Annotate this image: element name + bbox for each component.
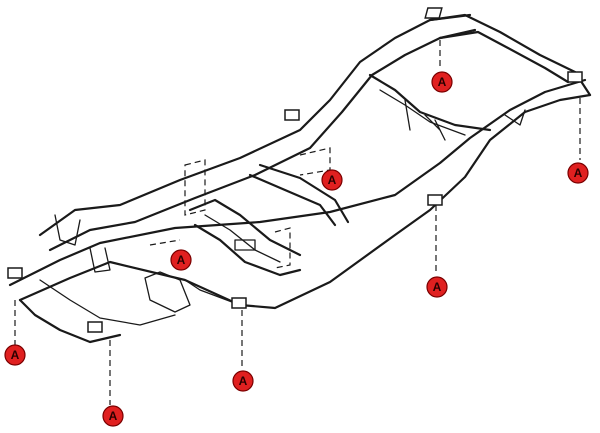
transmission-cross-member bbox=[188, 198, 302, 277]
dashed-component-outlines bbox=[14, 40, 581, 405]
marker-label: A bbox=[11, 348, 20, 362]
front-cross-member bbox=[428, 13, 592, 126]
marker-label: A bbox=[328, 173, 337, 187]
marker-a-center: A bbox=[321, 169, 343, 191]
marker-label: A bbox=[438, 75, 447, 89]
rear-section bbox=[18, 214, 191, 344]
marker-a-front-right: A bbox=[567, 162, 589, 184]
marker-a-mid-bottom: A bbox=[232, 370, 254, 392]
marker-a-front-top: A bbox=[431, 71, 453, 93]
frame-rail-left bbox=[38, 13, 477, 252]
mid-cross-members bbox=[248, 73, 492, 227]
marker-label: A bbox=[574, 166, 583, 180]
marker-label: A bbox=[109, 409, 118, 423]
marker-label: A bbox=[177, 253, 186, 267]
marker-a-rear-left: A bbox=[4, 344, 26, 366]
marker-a-rear-bottom: A bbox=[102, 405, 124, 427]
mounting-pads bbox=[7, 7, 583, 333]
marker-label: A bbox=[239, 374, 248, 388]
marker-label: A bbox=[433, 280, 442, 294]
marker-a-mid-right: A bbox=[426, 276, 448, 298]
marker-a-rear-cross: A bbox=[170, 249, 192, 271]
frame-rail-right bbox=[8, 78, 592, 310]
